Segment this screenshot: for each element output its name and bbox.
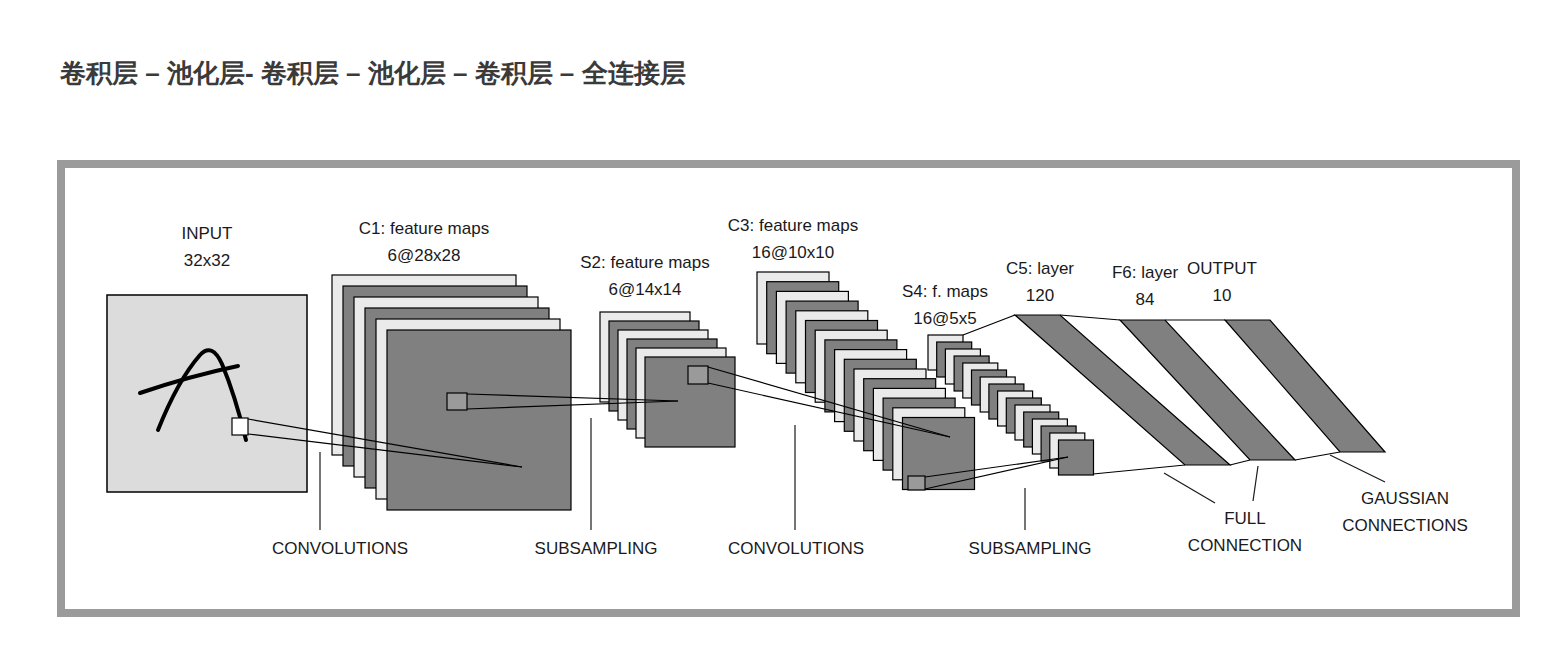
title-text: 卷积层 – 池化层- 卷积层 – 池化层 – 卷积层 – 全连接层 [60,56,686,90]
leader-line [1253,466,1258,501]
receptive-field [232,418,248,435]
connection-lines [963,315,1185,474]
operation-label: FULL CONNECTION [1181,505,1309,559]
node-shape [1180,252,1390,457]
feature-map [645,357,735,447]
layer-heading: S2: feature maps 6@14x14 [566,249,724,303]
connection-lines [1060,315,1250,465]
layer-heading: OUTPUT 10 [1183,255,1262,309]
leader-line [794,425,795,530]
connection-line [925,457,1068,489]
connection-line [1295,452,1340,460]
input-image: INPUT 32x32 [100,212,315,502]
leader-line [1024,488,1025,530]
connection-line [1093,465,1185,474]
feature-map [1059,440,1094,475]
leader-line [319,452,320,530]
receptive-field [447,393,467,410]
connection-line [248,419,522,467]
layer-band: OUTPUT 10 [1180,252,1390,457]
connection-line [925,457,1068,477]
leader-line [1164,473,1215,503]
node-shape [585,246,745,452]
operation-label: CONVOLUTIONS [271,535,410,562]
layer-heading: INPUT 32x32 [176,220,238,274]
feature-map [387,330,571,510]
layer-heading: C3: feature maps 16@10x10 [712,212,874,266]
connection-lines [1165,320,1340,460]
feature-map-stack: S2: feature maps 6@14x14 [585,246,745,452]
feature-map [903,418,975,490]
connection-lines [467,394,678,409]
operation-label: SUBSAMPLING [534,535,659,562]
layer-heading: S4: f. maps 16@5x5 [893,278,998,332]
connection-lines [248,419,522,467]
connection-line [1165,319,1225,320]
layer-heading: F6: layer 84 [1107,259,1184,313]
node-shape [895,276,1100,480]
connection-line [1230,460,1250,465]
connection-line [963,315,1015,335]
connection-line [467,394,678,401]
connection-line [1060,315,1120,320]
input-square [107,295,307,492]
operation-label: GAUSSIAN CONNECTIONS [1334,485,1476,539]
operation-label: CONVOLUTIONS [727,535,866,562]
receptive-field [688,366,708,384]
layer-band-shape [1225,320,1385,452]
receptive-field [908,476,925,490]
leader-line [590,418,591,530]
connection-line [248,434,522,467]
handwritten-letter [140,366,238,393]
feature-map-stack: C1: feature maps 6@28x28 [322,210,580,515]
leader-line [1330,455,1385,482]
layer-heading: C1: feature maps 6@28x28 [346,215,503,269]
connection-line [708,383,950,437]
feature-map-stack: S4: f. maps 16@5x5 [895,276,1100,480]
connection-line [467,401,678,409]
operation-label: SUBSAMPLING [968,535,1093,562]
layer-heading: C5: layer 120 [1001,255,1080,309]
connection-lines [708,367,950,437]
connection-lines [925,457,1068,489]
connection-line [708,367,950,437]
diagram-frame [61,164,1516,613]
